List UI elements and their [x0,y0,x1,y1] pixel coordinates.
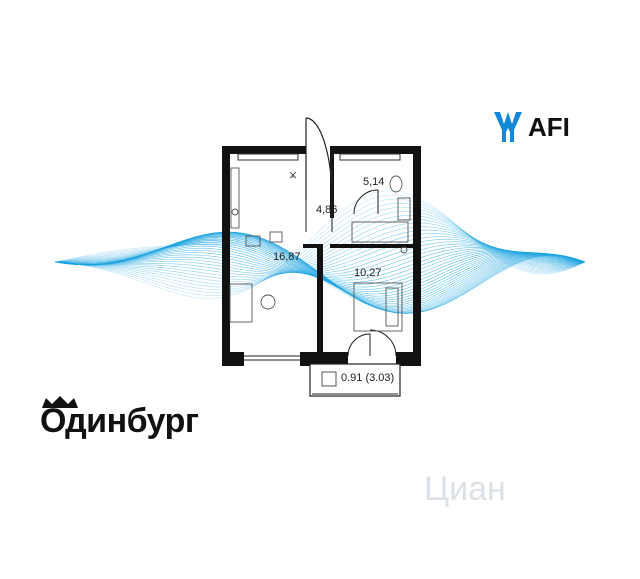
sink-icon [231,208,239,216]
wall-bottom-mid-pier [300,352,348,366]
brand-logo-odinburg: Одинбург [40,402,199,440]
room-area-bedroom: 10,27 [354,267,382,279]
vent-icon [289,171,297,179]
room-area-bath: 5,14 [363,176,385,188]
bed-icon [353,282,403,332]
afi-mark-icon [494,112,522,142]
window-bath [339,153,401,161]
wall-partition-bedroom [330,244,420,248]
wave-line [54,194,586,296]
wall-partition-vertical [317,244,323,358]
afi-logo-text: AFI [528,111,570,142]
balcony-chair-icon [321,371,337,387]
wall-top-right [333,146,421,154]
wall-left [222,146,230,366]
entrance-door [305,117,333,201]
wave-line [54,198,586,294]
bed-pillow-icon [385,287,399,327]
table-icon [260,294,276,310]
balcony [309,363,401,397]
wave-line [54,190,586,299]
wall-top-left [222,146,306,154]
balcony-door [347,329,397,357]
window-kitchen [237,153,299,161]
afi-logo: AFI [492,110,570,144]
room-area-balcony: 0.91 (3.03) [341,372,395,384]
room-area-kitchen: 16,87 [273,251,301,263]
wall-bottom-left-pier [222,352,244,366]
bathtub-icon [351,221,409,243]
wall-right [413,146,421,366]
bath-door [353,189,379,215]
chair-icon [245,235,261,247]
wave-line [54,202,586,291]
washer-icon [400,246,408,254]
toilet-icon [389,175,403,193]
room-area-hall: 4,86 [316,204,338,216]
sofa-icon [229,283,253,323]
crown-icon [42,396,78,408]
wall-partition-hall [303,244,323,248]
bath-sink-icon [397,197,411,221]
wall-bottom-right-pier [396,352,421,366]
cian-watermark: Циан [424,470,506,508]
kitchen-counter [230,167,240,229]
chair-icon [269,231,283,243]
